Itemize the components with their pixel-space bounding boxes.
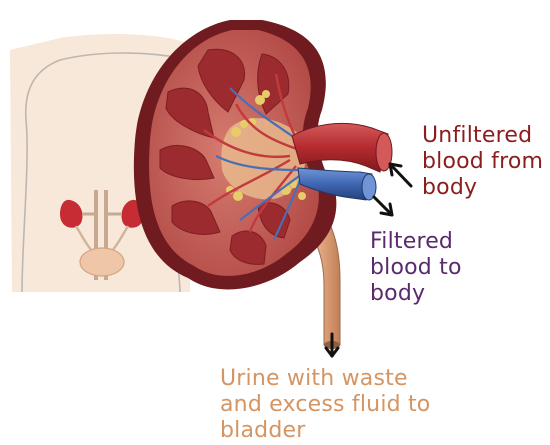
filtered-blood-label: Filtered blood to body — [370, 229, 462, 307]
flow-arrow-filtered — [374, 197, 392, 215]
flow-arrow-unfiltered — [390, 164, 411, 186]
urine-label: Urine with waste and excess fluid to bla… — [220, 366, 430, 444]
unfiltered-blood-label: Unfiltered blood from body — [422, 123, 543, 201]
